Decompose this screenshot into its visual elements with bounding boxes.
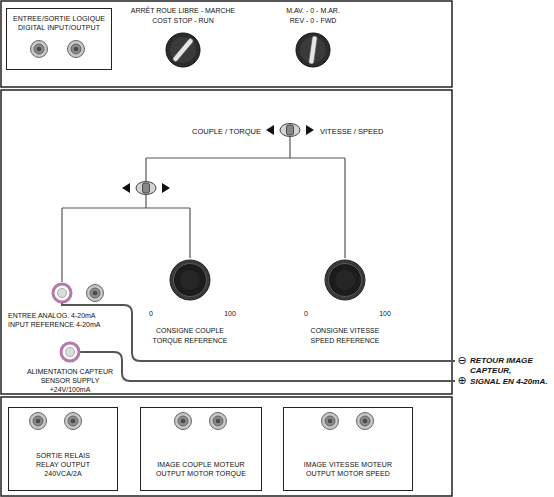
input-label: ENTREE ANALOG. 4-20mA — [8, 311, 96, 320]
knob-label: TORQUE REFERENCE — [153, 336, 228, 345]
switch-label: COST STOP - RUN — [152, 16, 213, 25]
box-label: OUTPUT MOTOR SPEED — [306, 469, 390, 478]
box-label: ENTREE/SORTIE LOGIQUE — [13, 14, 105, 23]
selector-switch — [166, 33, 330, 67]
selection-lines — [62, 137, 345, 282]
box-label: IMAGE VITESSE MOTEUR — [304, 460, 392, 469]
terminal-box: IMAGE COUPLE MOTEUROUTPUT MOTOR TORQUE — [140, 407, 262, 491]
callout-text: CAPTEUR, — [470, 366, 511, 376]
polarity-symbol: ⊕ — [457, 375, 466, 387]
supply-label: SENSOR SUPPLY — [41, 376, 100, 385]
scale-mark: 100 — [224, 309, 236, 318]
terminal-box: SORTIE RELAISRELAY OUTPUT240VCA/2A — [8, 407, 118, 491]
scale-mark: 0 — [304, 309, 308, 318]
switch-label: REV - 0 - FWD — [290, 16, 337, 25]
box-label: IMAGE COUPLE MOTEUR — [157, 460, 244, 469]
polarity-symbol: ⊖ — [457, 355, 466, 367]
sensor-wires — [62, 302, 455, 381]
mode-label: COUPLE / TORQUE — [192, 127, 261, 136]
terminal-box: ENTREE/SORTIE LOGIQUEDIGITAL INPUT/OUTPU… — [6, 8, 112, 70]
knob-label: CONSIGNE VITESSE — [311, 326, 380, 335]
box-label: 240VCA/2A — [44, 469, 81, 478]
switch-label: M.AV. - 0 - M.AR. — [286, 6, 340, 15]
box-label: RELAY OUTPUT — [36, 460, 90, 469]
scale-mark: 0 — [149, 309, 153, 318]
supply-label: ALIMENTATION CAPTEUR — [27, 367, 113, 376]
potentiometers — [170, 260, 365, 300]
panel-frame — [1, 1, 452, 496]
switch-label: ARRÊT ROUE LIBRE - MARCHE — [131, 6, 236, 15]
box-label: DIGITAL INPUT/OUTPUT — [18, 23, 100, 32]
supply-label: +24V/100mA — [50, 385, 91, 394]
callout-text: SIGNAL EN 4-20mA. — [470, 377, 548, 387]
box-label: SORTIE RELAIS — [36, 451, 90, 460]
knob-label: SPEED REFERENCE — [311, 336, 380, 345]
mode-switches — [122, 124, 314, 195]
box-label: OUTPUT MOTOR TORQUE — [156, 469, 246, 478]
terminal-box: IMAGE VITESSE MOTEUROUTPUT MOTOR SPEED — [283, 407, 413, 491]
scale-mark: 100 — [379, 309, 391, 318]
knob-label: CONSIGNE COUPLE — [156, 326, 224, 335]
callout-text: RETOUR IMAGE — [470, 356, 533, 366]
input-label: INPUT REFERENCE 4-20mA — [8, 320, 100, 329]
mode-label: VITESSE / SPEED — [320, 127, 383, 136]
